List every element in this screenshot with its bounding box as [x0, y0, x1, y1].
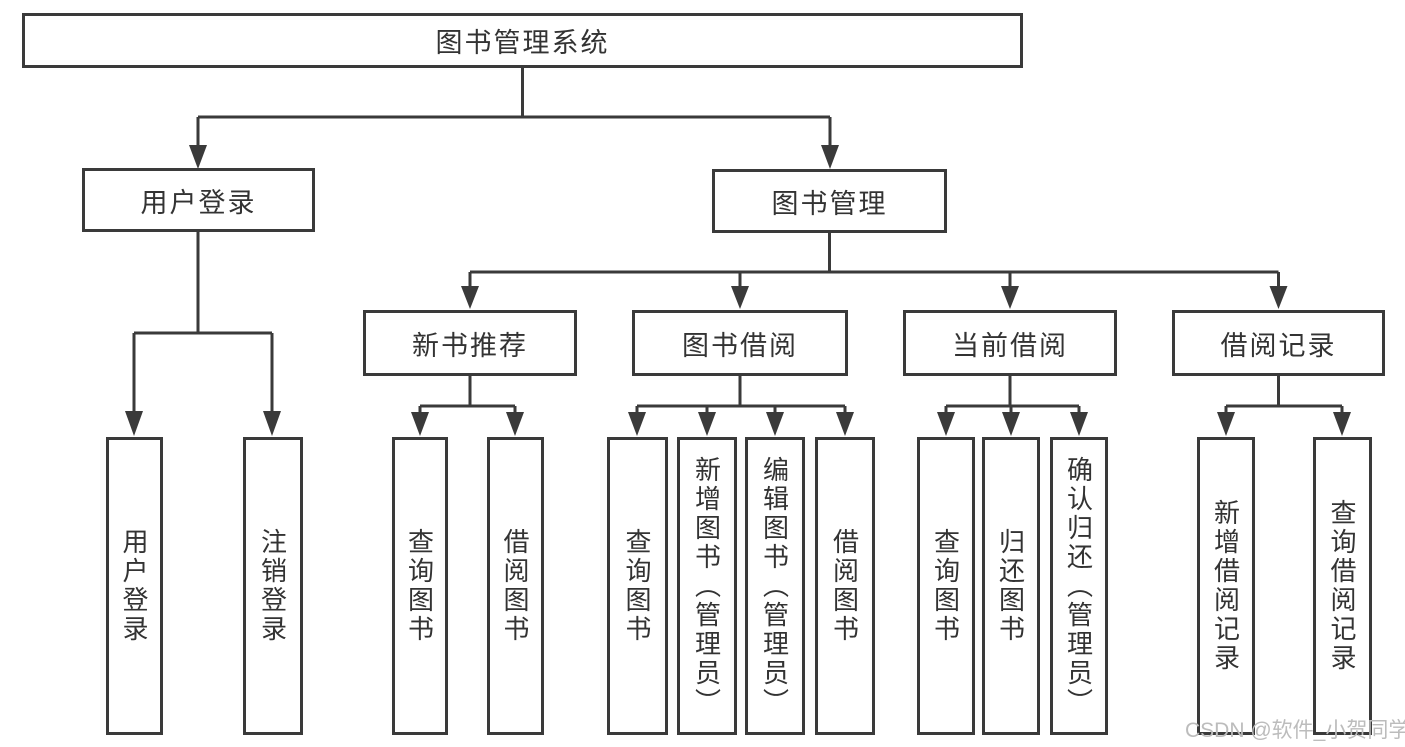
leaf-newbook-borrow-books-label: 借阅图书: [500, 528, 530, 644]
leaf-add-books-admin-label: 新增图书（管理员）: [691, 455, 722, 717]
node-borrow-records-label: 借阅记录: [1220, 330, 1337, 361]
node-root-label: 图书管理系统: [435, 28, 610, 58]
leaf-confirm-return-admin-label: 确认归还（管理员）: [1063, 455, 1094, 717]
node-book-management: 图书管理: [712, 169, 947, 233]
node-new-book-recommend-label: 新书推荐: [412, 330, 528, 361]
leaf-logout: 注销登录: [243, 437, 303, 735]
leaf-current-query-books: 查询图书: [917, 437, 975, 735]
leaf-edit-books-admin-label: 编辑图书（管理员）: [759, 455, 790, 717]
node-current-borrow-label: 当前借阅: [952, 330, 1068, 361]
leaf-add-books-admin: 新增图书（管理员）: [677, 437, 737, 735]
leaf-borrow-query-books-label: 查询图书: [622, 528, 652, 644]
leaf-logout-label: 注销登录: [257, 528, 288, 644]
leaf-query-borrow-record-label: 查询借阅记录: [1327, 499, 1357, 673]
node-root-library-system: 图书管理系统: [22, 13, 1023, 68]
leaf-newbook-query-books-label: 查询图书: [404, 528, 435, 644]
leaf-newbook-borrow-books: 借阅图书: [487, 437, 544, 735]
node-book-management-label: 图书管理: [771, 188, 888, 219]
leaf-current-query-books-label: 查询图书: [930, 528, 961, 644]
leaf-add-borrow-record: 新增借阅记录: [1197, 437, 1255, 735]
node-new-book-recommend: 新书推荐: [363, 310, 577, 376]
leaf-user-login: 用户登录: [106, 437, 163, 735]
leaf-confirm-return-admin: 确认归还（管理员）: [1050, 437, 1108, 735]
leaf-borrow-query-books: 查询图书: [607, 437, 668, 735]
node-borrow-records: 借阅记录: [1172, 310, 1385, 376]
node-book-borrow: 图书借阅: [632, 310, 848, 376]
leaf-return-books-label: 归还图书: [995, 528, 1026, 644]
node-book-borrow-label: 图书借阅: [682, 330, 798, 361]
leaf-user-login-label: 用户登录: [119, 528, 149, 644]
node-user-login-label: 用户登录: [140, 187, 257, 218]
leaf-borrow-books: 借阅图书: [815, 437, 875, 735]
leaf-return-books: 归还图书: [982, 437, 1040, 735]
node-current-borrow: 当前借阅: [903, 310, 1117, 376]
node-user-login: 用户登录: [82, 168, 315, 232]
leaf-add-borrow-record-label: 新增借阅记录: [1210, 499, 1241, 673]
leaf-edit-books-admin: 编辑图书（管理员）: [745, 437, 805, 735]
csdn-watermark: CSDN @软件_小贺同学: [1185, 719, 1405, 742]
leaf-borrow-books-label: 借阅图书: [829, 528, 860, 644]
leaf-newbook-query-books: 查询图书: [392, 437, 448, 735]
leaf-query-borrow-record: 查询借阅记录: [1313, 437, 1372, 735]
